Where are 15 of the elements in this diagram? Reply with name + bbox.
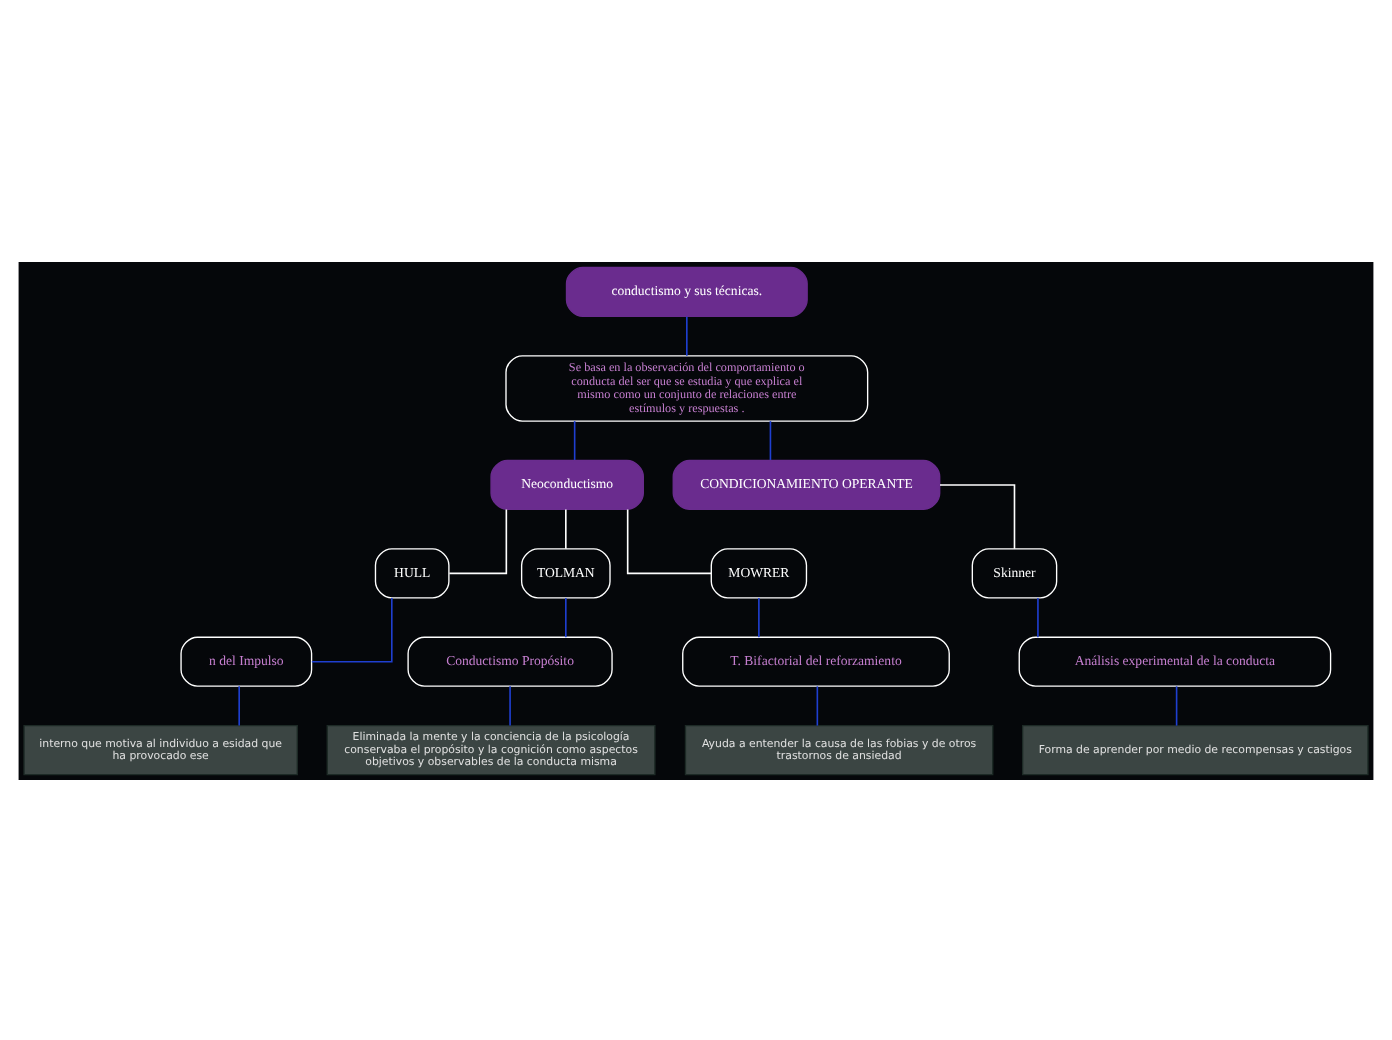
connector [311,596,393,662]
connector [626,507,712,574]
connector [1175,684,1178,726]
connector [509,684,511,726]
connector [758,596,760,638]
connector [565,507,567,549]
connector [769,419,772,460]
connector [565,596,567,638]
connector [448,507,508,574]
connector [939,483,1016,549]
connector [816,684,819,726]
connector [238,684,240,726]
connector [573,419,576,460]
connector [1037,596,1039,638]
connector [686,314,688,356]
